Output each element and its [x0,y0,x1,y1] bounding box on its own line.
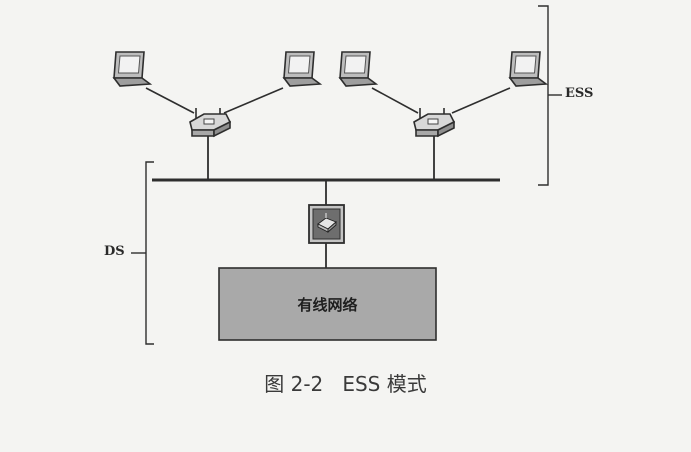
figure-caption: 图 2-2 ESS 模式 [264,372,427,396]
link-laptop-3-ap-2 [371,87,419,114]
link-laptop-1-ap-1 [145,87,195,114]
switch-icon [308,204,345,244]
laptop-icon [339,51,377,87]
wired-network-box [218,267,437,341]
link-laptop-2-ap-1 [223,87,284,114]
wireless-links [145,87,511,114]
access-point-icon [413,107,455,137]
link-laptop-4-ap-2 [451,87,511,114]
wired-network-label: 有线网络 [297,296,358,314]
ds-label: DS [104,244,125,259]
ess-bracket [538,5,549,186]
laptop-icon [113,51,151,87]
laptop-icon [509,51,547,87]
ess-label: ESS [565,86,594,101]
laptop-icon [283,51,321,87]
ds-bracket [145,161,154,345]
